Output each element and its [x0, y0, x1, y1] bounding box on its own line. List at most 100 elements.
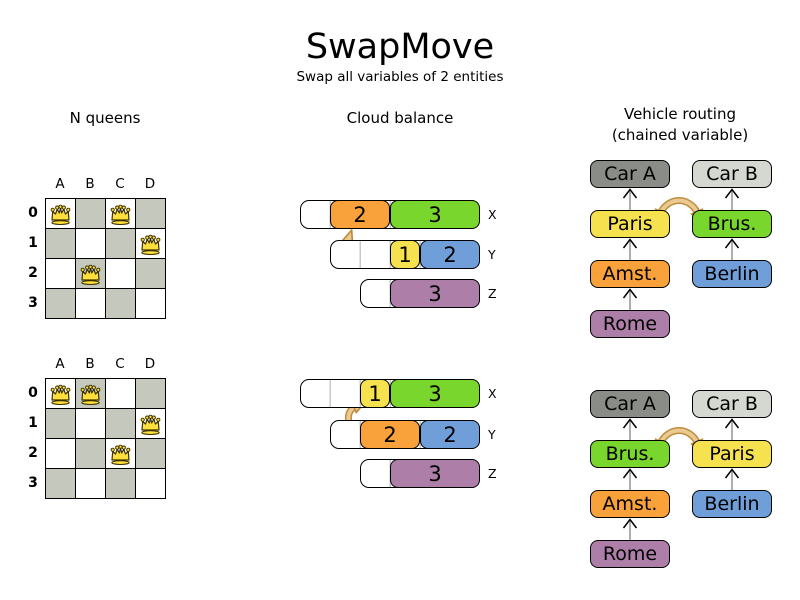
board-cell-C3	[105, 468, 135, 498]
board-column-label: C	[115, 356, 125, 372]
cloud-row-label: Y	[488, 247, 496, 262]
board-cell-B3	[75, 468, 105, 498]
board-row-label: 2	[28, 265, 38, 281]
cloud-block-orange: 2	[330, 200, 390, 229]
board-row-label: 1	[28, 235, 38, 251]
chain-arrow-icon	[724, 188, 740, 211]
board-cell-C0	[105, 198, 135, 228]
nqueens-board-after	[45, 378, 166, 499]
vehicle-label-line2: (chained variable)	[611, 126, 749, 144]
board-cell-B0	[75, 378, 105, 408]
chain-arrow-icon	[622, 518, 638, 541]
board-column-label: C	[115, 176, 125, 192]
board-row-label: 0	[28, 385, 38, 401]
cloud-row-label: Z	[488, 286, 497, 301]
queen-icon	[140, 234, 161, 255]
chain-arrow-icon	[724, 238, 740, 261]
board-column-label: D	[144, 176, 156, 192]
cloud-row-label: Z	[488, 466, 497, 481]
board-cell-C2	[105, 258, 135, 288]
vehicle-box-cara: Car A	[590, 390, 670, 418]
board-cell-B0	[75, 198, 105, 228]
board-cell-B2	[75, 258, 105, 288]
vehicle-box-brus: Brus.	[692, 210, 772, 238]
vehicle-box-brus: Brus.	[590, 440, 670, 468]
cloud-bar-Z-after: 3	[360, 459, 480, 488]
page-title: SwapMove	[305, 27, 495, 67]
cloud-block-yellow: 1	[390, 240, 420, 269]
queen-icon	[110, 444, 131, 465]
board-column-label: D	[144, 356, 156, 372]
board-cell-A2	[45, 438, 75, 468]
board-cell-B1	[75, 408, 105, 438]
cloud-block-yellow: 1	[360, 379, 390, 408]
queen-icon	[140, 414, 161, 435]
queen-icon	[50, 384, 71, 405]
board-row-label: 0	[28, 205, 38, 221]
board-column-label: A	[55, 176, 65, 192]
chain-arrow-icon	[724, 418, 740, 441]
board-cell-D2	[135, 258, 165, 288]
cloud-bar-blocks: 3	[360, 459, 480, 488]
board-row-label: 1	[28, 415, 38, 431]
vehicle-box-carb: Car B	[692, 160, 772, 188]
chain-arrow-icon	[622, 468, 638, 491]
board-cell-D2	[135, 438, 165, 468]
board-cell-A1	[45, 228, 75, 258]
board-row-label: 2	[28, 445, 38, 461]
vehicle-box-berlin: Berlin	[692, 490, 772, 518]
page-subtitle: Swap all variables of 2 entities	[296, 69, 504, 85]
board-cell-A0	[45, 378, 75, 408]
section-label-vehicle: Vehicle routing (chained variable)	[588, 104, 772, 146]
chain-arrow-icon	[622, 418, 638, 441]
board-cell-C0	[105, 378, 135, 408]
cloud-block-purple: 3	[390, 279, 480, 308]
cloud-row-label: X	[488, 386, 497, 401]
board-cell-D1	[135, 228, 165, 258]
board-cell-D3	[135, 288, 165, 318]
chain-arrow-icon	[724, 468, 740, 491]
vehicle-box-rome: Rome	[590, 540, 670, 568]
vehicle-box-paris: Paris	[590, 210, 670, 238]
chain-arrow-icon	[622, 238, 638, 261]
section-label-nqueens: N queens	[69, 109, 141, 127]
board-cell-B3	[75, 288, 105, 318]
nqueens-board-before	[45, 198, 166, 319]
cloud-row-label: X	[488, 207, 497, 222]
cloud-block-green: 3	[390, 200, 480, 229]
board-row-label: 3	[28, 295, 38, 311]
board-cell-A1	[45, 408, 75, 438]
queen-icon	[80, 384, 101, 405]
vehicle-box-paris: Paris	[692, 440, 772, 468]
vehicle-label-line1: Vehicle routing	[623, 105, 736, 123]
board-column-label: A	[55, 356, 65, 372]
chain-arrow-icon	[622, 288, 638, 311]
board-cell-B2	[75, 438, 105, 468]
cloud-block-green: 3	[390, 379, 480, 408]
queen-icon	[50, 204, 71, 225]
board-column-label: B	[85, 356, 95, 372]
board-cell-C3	[105, 288, 135, 318]
board-column-label: B	[85, 176, 95, 192]
queen-icon	[80, 264, 101, 285]
cloud-block-blue: 2	[420, 240, 480, 269]
section-label-cloud: Cloud balance	[346, 109, 454, 127]
cloud-bar-Z-before: 3	[360, 279, 480, 308]
vehicle-box-berlin: Berlin	[692, 260, 772, 288]
board-cell-D0	[135, 378, 165, 408]
cloud-block-orange: 2	[360, 420, 420, 449]
vehicle-box-amst: Amst.	[590, 260, 670, 288]
vehicle-box-rome: Rome	[590, 310, 670, 338]
cloud-row-label: Y	[488, 427, 496, 442]
queen-icon	[110, 204, 131, 225]
cloud-block-purple: 3	[390, 459, 480, 488]
cloud-bar-blocks: 3	[360, 279, 480, 308]
board-cell-D3	[135, 468, 165, 498]
